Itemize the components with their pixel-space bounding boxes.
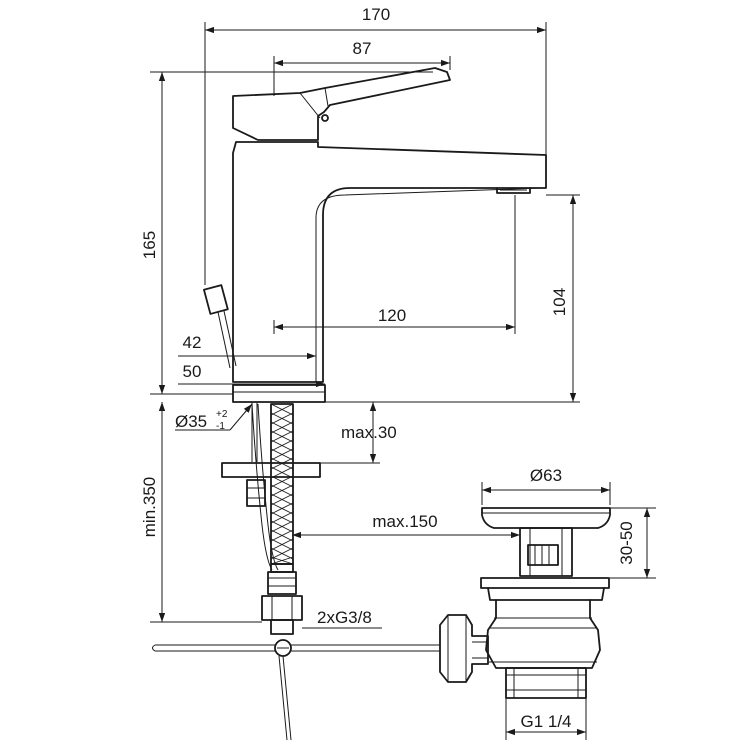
dim-lever-width: 87 xyxy=(353,39,372,58)
dim-body-width: 42 xyxy=(183,333,202,352)
dim-max-thickness: max.30 xyxy=(341,423,397,442)
dim-hole-diameter: Ø35 xyxy=(175,412,207,431)
pull-rod xyxy=(152,644,440,652)
dim-spout-height: 104 xyxy=(550,288,569,316)
braided-hose xyxy=(251,403,294,571)
dim-overall-width: 170 xyxy=(362,5,390,24)
lever-handle xyxy=(232,67,451,141)
dimension-lines xyxy=(150,22,656,740)
dim-hole-tol-lower: -1 xyxy=(216,421,225,432)
dim-hose-connection: 2xG3/8 xyxy=(317,608,372,627)
dim-waste-diameter: Ø63 xyxy=(530,466,562,485)
dim-spout-reach: 120 xyxy=(378,306,406,325)
dim-max-pop-up: max.150 xyxy=(372,512,437,531)
faucet-body xyxy=(232,141,547,403)
dim-base-width: 50 xyxy=(183,362,202,381)
dim-waste-height-range: 30-50 xyxy=(617,521,636,564)
dim-overall-height: 165 xyxy=(140,231,159,259)
pop-up-rod xyxy=(203,284,237,369)
dim-min-hose-length: min.350 xyxy=(140,477,159,537)
pop-up-waste xyxy=(439,507,611,699)
dim-waste-thread: G1 1/4 xyxy=(520,712,571,731)
hose-connector xyxy=(261,563,303,741)
dim-hole-tol-upper: +2 xyxy=(216,409,228,420)
